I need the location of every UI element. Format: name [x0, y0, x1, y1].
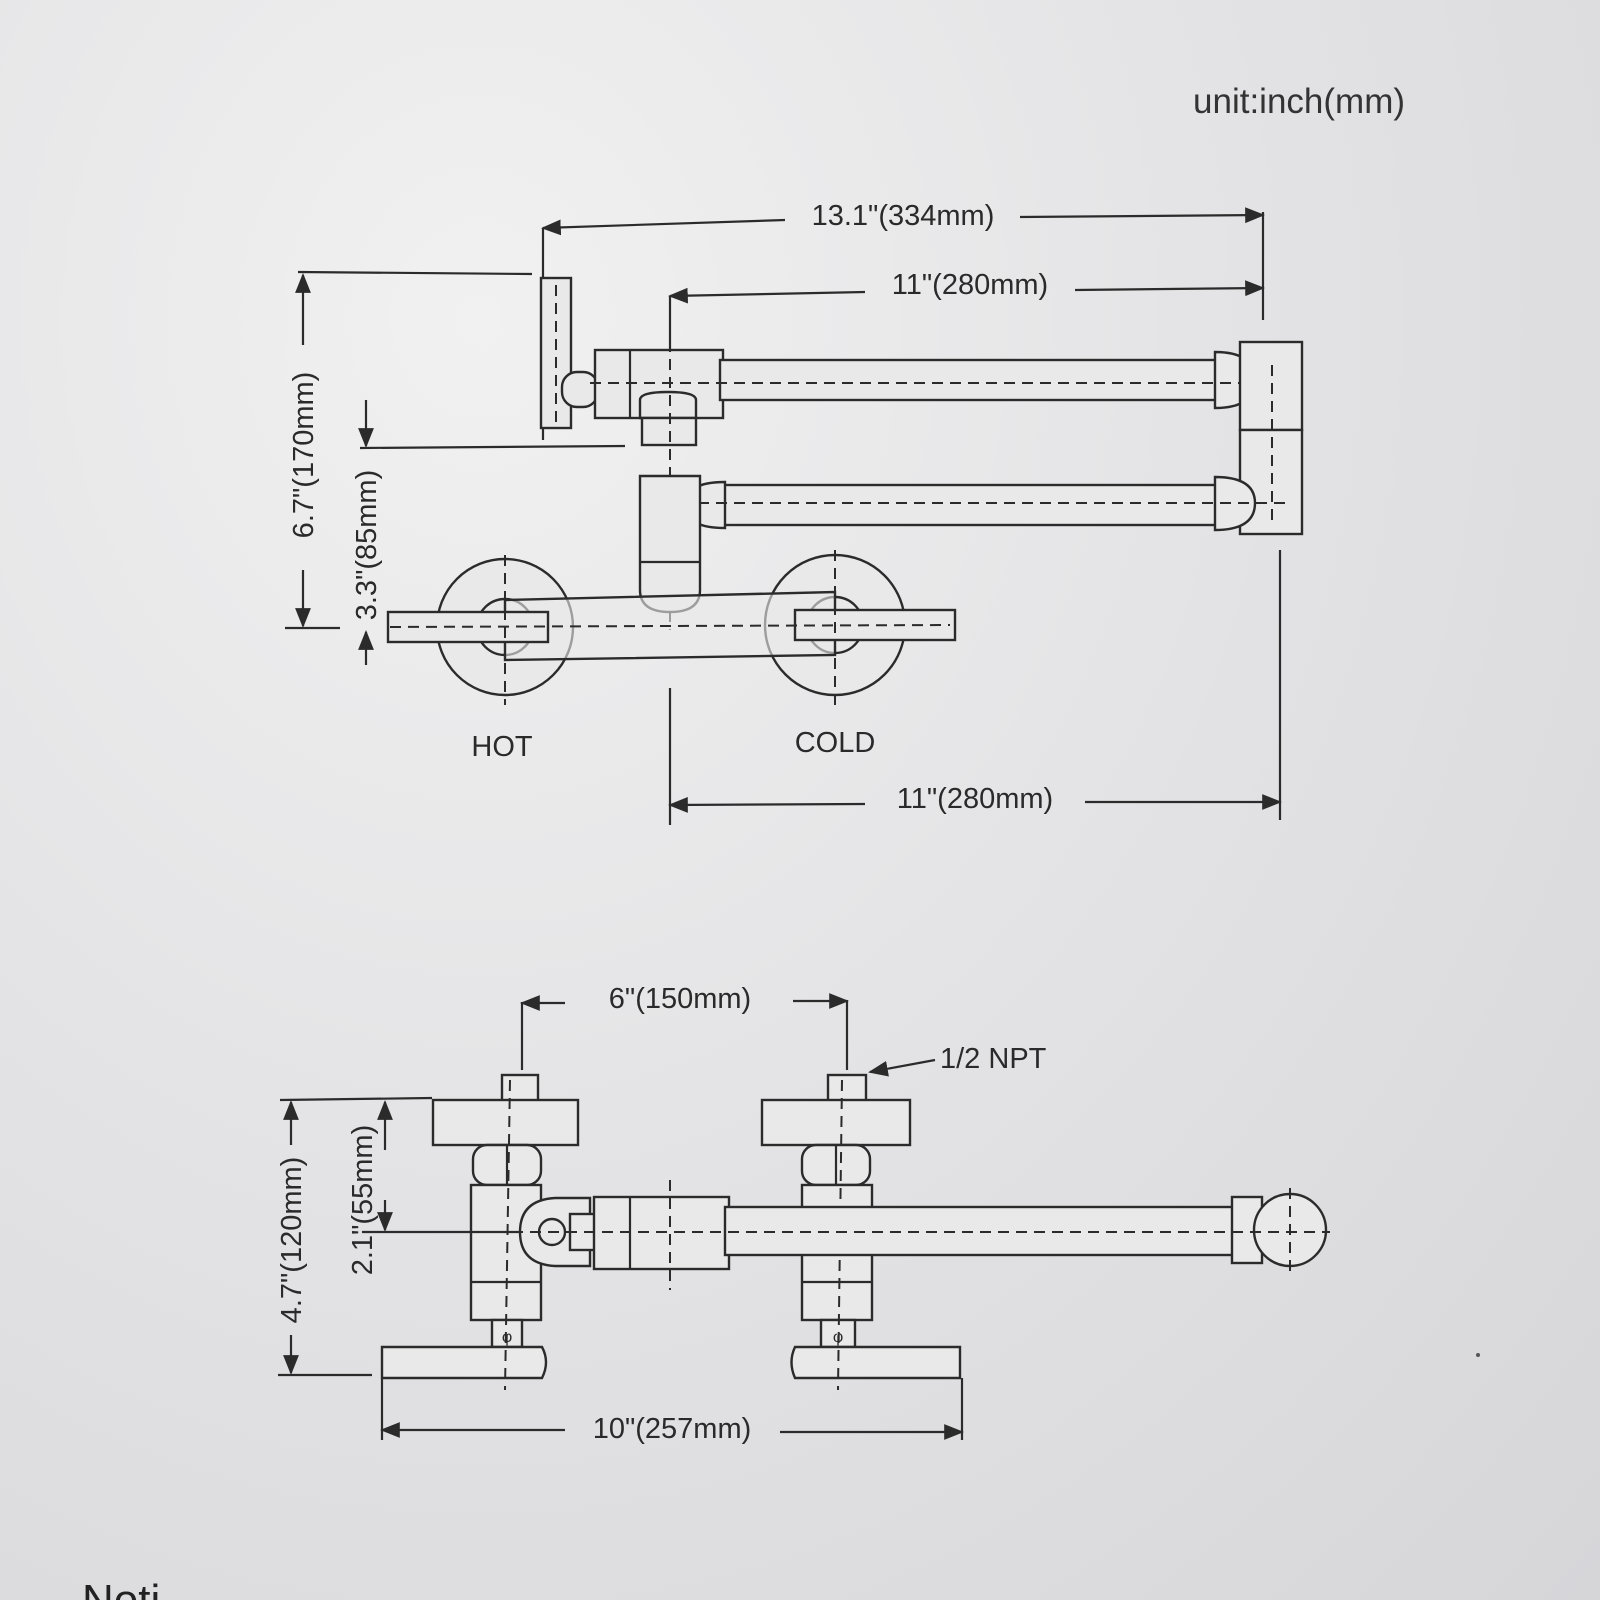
dim-arm-height: 3.3"(85mm) — [351, 400, 626, 665]
dim-spout-reach-label: 11"(280mm) — [892, 269, 1048, 301]
dim-inlet-spacing-label: 6"(150mm) — [609, 983, 751, 1015]
dim-arm-height-label: 3.3"(85mm) — [351, 470, 383, 621]
lower-arm-joint-dome — [1213, 475, 1257, 532]
cold-label: COLD — [795, 727, 876, 759]
upper-arm-pipe — [718, 358, 1222, 402]
cold-inlet-thread — [826, 1073, 868, 1104]
dim-total-height-label: 6.7"(170mm) — [288, 372, 320, 539]
thread-callout: 1/2 NPT — [868, 1043, 1047, 1077]
footer-partial-text: Noti — [82, 1576, 160, 1600]
front-view: 6"(150mm) 1/2 NPT 4.7"(120mm) 2.1"(55mm) — [276, 983, 1330, 1445]
upper-elbow-nut — [638, 390, 698, 420]
dim-inlet-spacing: 6"(150mm) — [520, 983, 849, 1070]
cold-handle-front — [790, 1345, 962, 1380]
vertical-riser — [638, 474, 702, 614]
dim-bottom-reach: 11"(280mm) — [668, 550, 1282, 825]
dim-center-height-label: 2.1"(55mm) — [347, 1125, 379, 1276]
lower-arm-pipe — [718, 483, 1222, 527]
dim-depth-label: 4.7"(120mm) — [276, 1157, 308, 1324]
hot-handle-front — [380, 1345, 548, 1380]
unit-label: unit:inch(mm) — [1193, 82, 1405, 121]
hot-label: HOT — [471, 731, 533, 763]
top-view: 13.1"(334mm) 11"(280mm) 6.7"(170mm) 3.3"… — [285, 200, 1304, 825]
dim-handle-span: 10"(257mm) — [380, 1378, 964, 1445]
dim-handle-span-label: 10"(257mm) — [593, 1413, 752, 1445]
dim-overall-width: 13.1"(334mm) — [541, 200, 1265, 440]
dim-overall-width-label: 13.1"(334mm) — [812, 200, 995, 232]
pivot-stub — [560, 370, 600, 409]
wall-mount-plate — [539, 276, 573, 430]
svg-text:φ: φ — [502, 1329, 512, 1346]
dim-spout-reach: 11"(280mm) — [668, 269, 1265, 420]
hot-inlet-thread — [500, 1073, 540, 1104]
cold-escutcheon-flange — [760, 1098, 912, 1147]
hot-escutcheon-flange — [431, 1098, 580, 1147]
dim-total-height: 6.7"(170mm) — [285, 270, 533, 630]
thread-label: 1/2 NPT — [940, 1043, 1047, 1075]
dim-bottom-reach-label: 11"(280mm) — [897, 783, 1053, 815]
dim-depth: 4.7"(120mm) — [276, 1096, 433, 1377]
